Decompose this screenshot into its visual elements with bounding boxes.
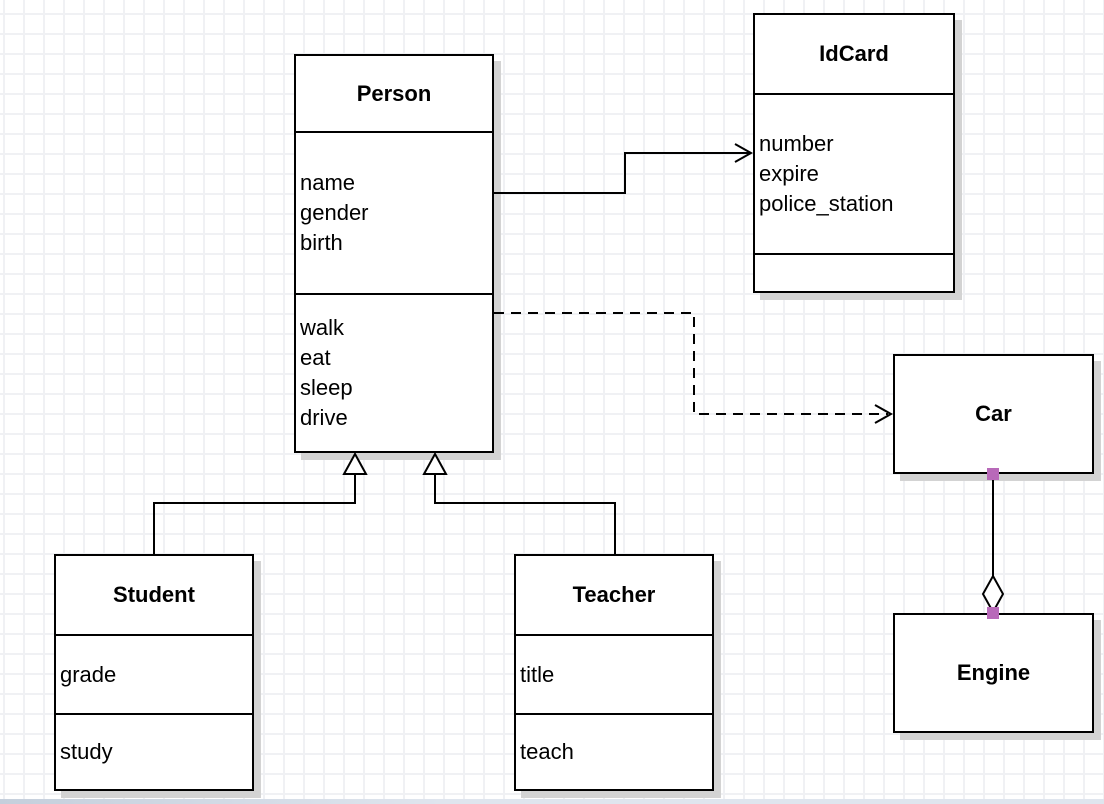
method-item: sleep (300, 375, 353, 400)
association-person-idcard[interactable] (494, 143, 754, 194)
generalization-line (153, 474, 356, 554)
class-title: IdCard (819, 41, 889, 66)
attributes-section: title (516, 634, 712, 713)
method-item: walk (300, 315, 345, 340)
open-arrowhead-icon (874, 404, 894, 424)
class-title: Teacher (572, 582, 656, 607)
class-box-teacher[interactable]: Teacher title teach (514, 554, 714, 791)
attribute-item: expire (759, 161, 819, 186)
methods-section-empty (755, 253, 953, 291)
dependency-line (494, 312, 888, 415)
class-title: Student (113, 582, 195, 607)
attribute-item: title (520, 661, 555, 687)
class-box-idcard[interactable]: IdCard number expire police_station (753, 13, 955, 293)
attribute-item: police_station (759, 191, 894, 216)
method-item: teach (520, 739, 574, 764)
attribute-item: grade (60, 661, 117, 687)
generalization-line (434, 474, 616, 554)
canvas-bottom-edge (0, 799, 1104, 804)
association-line (494, 152, 749, 194)
method-item: eat (300, 345, 331, 370)
class-title: Person (356, 80, 432, 106)
attributes-section: name gender birth (296, 131, 492, 293)
dependency-person-car[interactable] (494, 312, 894, 424)
methods-section: walk eat sleep drive (296, 293, 492, 451)
methods-section: teach (516, 713, 712, 789)
attributes-section: grade (56, 634, 252, 713)
attribute-item: gender (300, 200, 369, 225)
class-box-engine[interactable]: Engine (893, 613, 1094, 733)
attribute-item: number (759, 131, 834, 156)
method-item: drive (300, 405, 348, 430)
open-arrowhead-icon (734, 143, 754, 163)
class-title: Engine (956, 660, 1031, 685)
class-title: Car (975, 401, 1012, 426)
attributes-section: number expire police_station (755, 93, 953, 253)
class-box-person[interactable]: Person name gender birth walk eat sleep … (294, 54, 494, 453)
methods-section: study (56, 713, 252, 789)
method-item: study (60, 739, 113, 764)
attribute-item: birth (300, 230, 343, 255)
class-box-car[interactable]: Car (893, 354, 1094, 474)
class-box-student[interactable]: Student grade study (54, 554, 254, 791)
attribute-item: name (300, 170, 356, 195)
